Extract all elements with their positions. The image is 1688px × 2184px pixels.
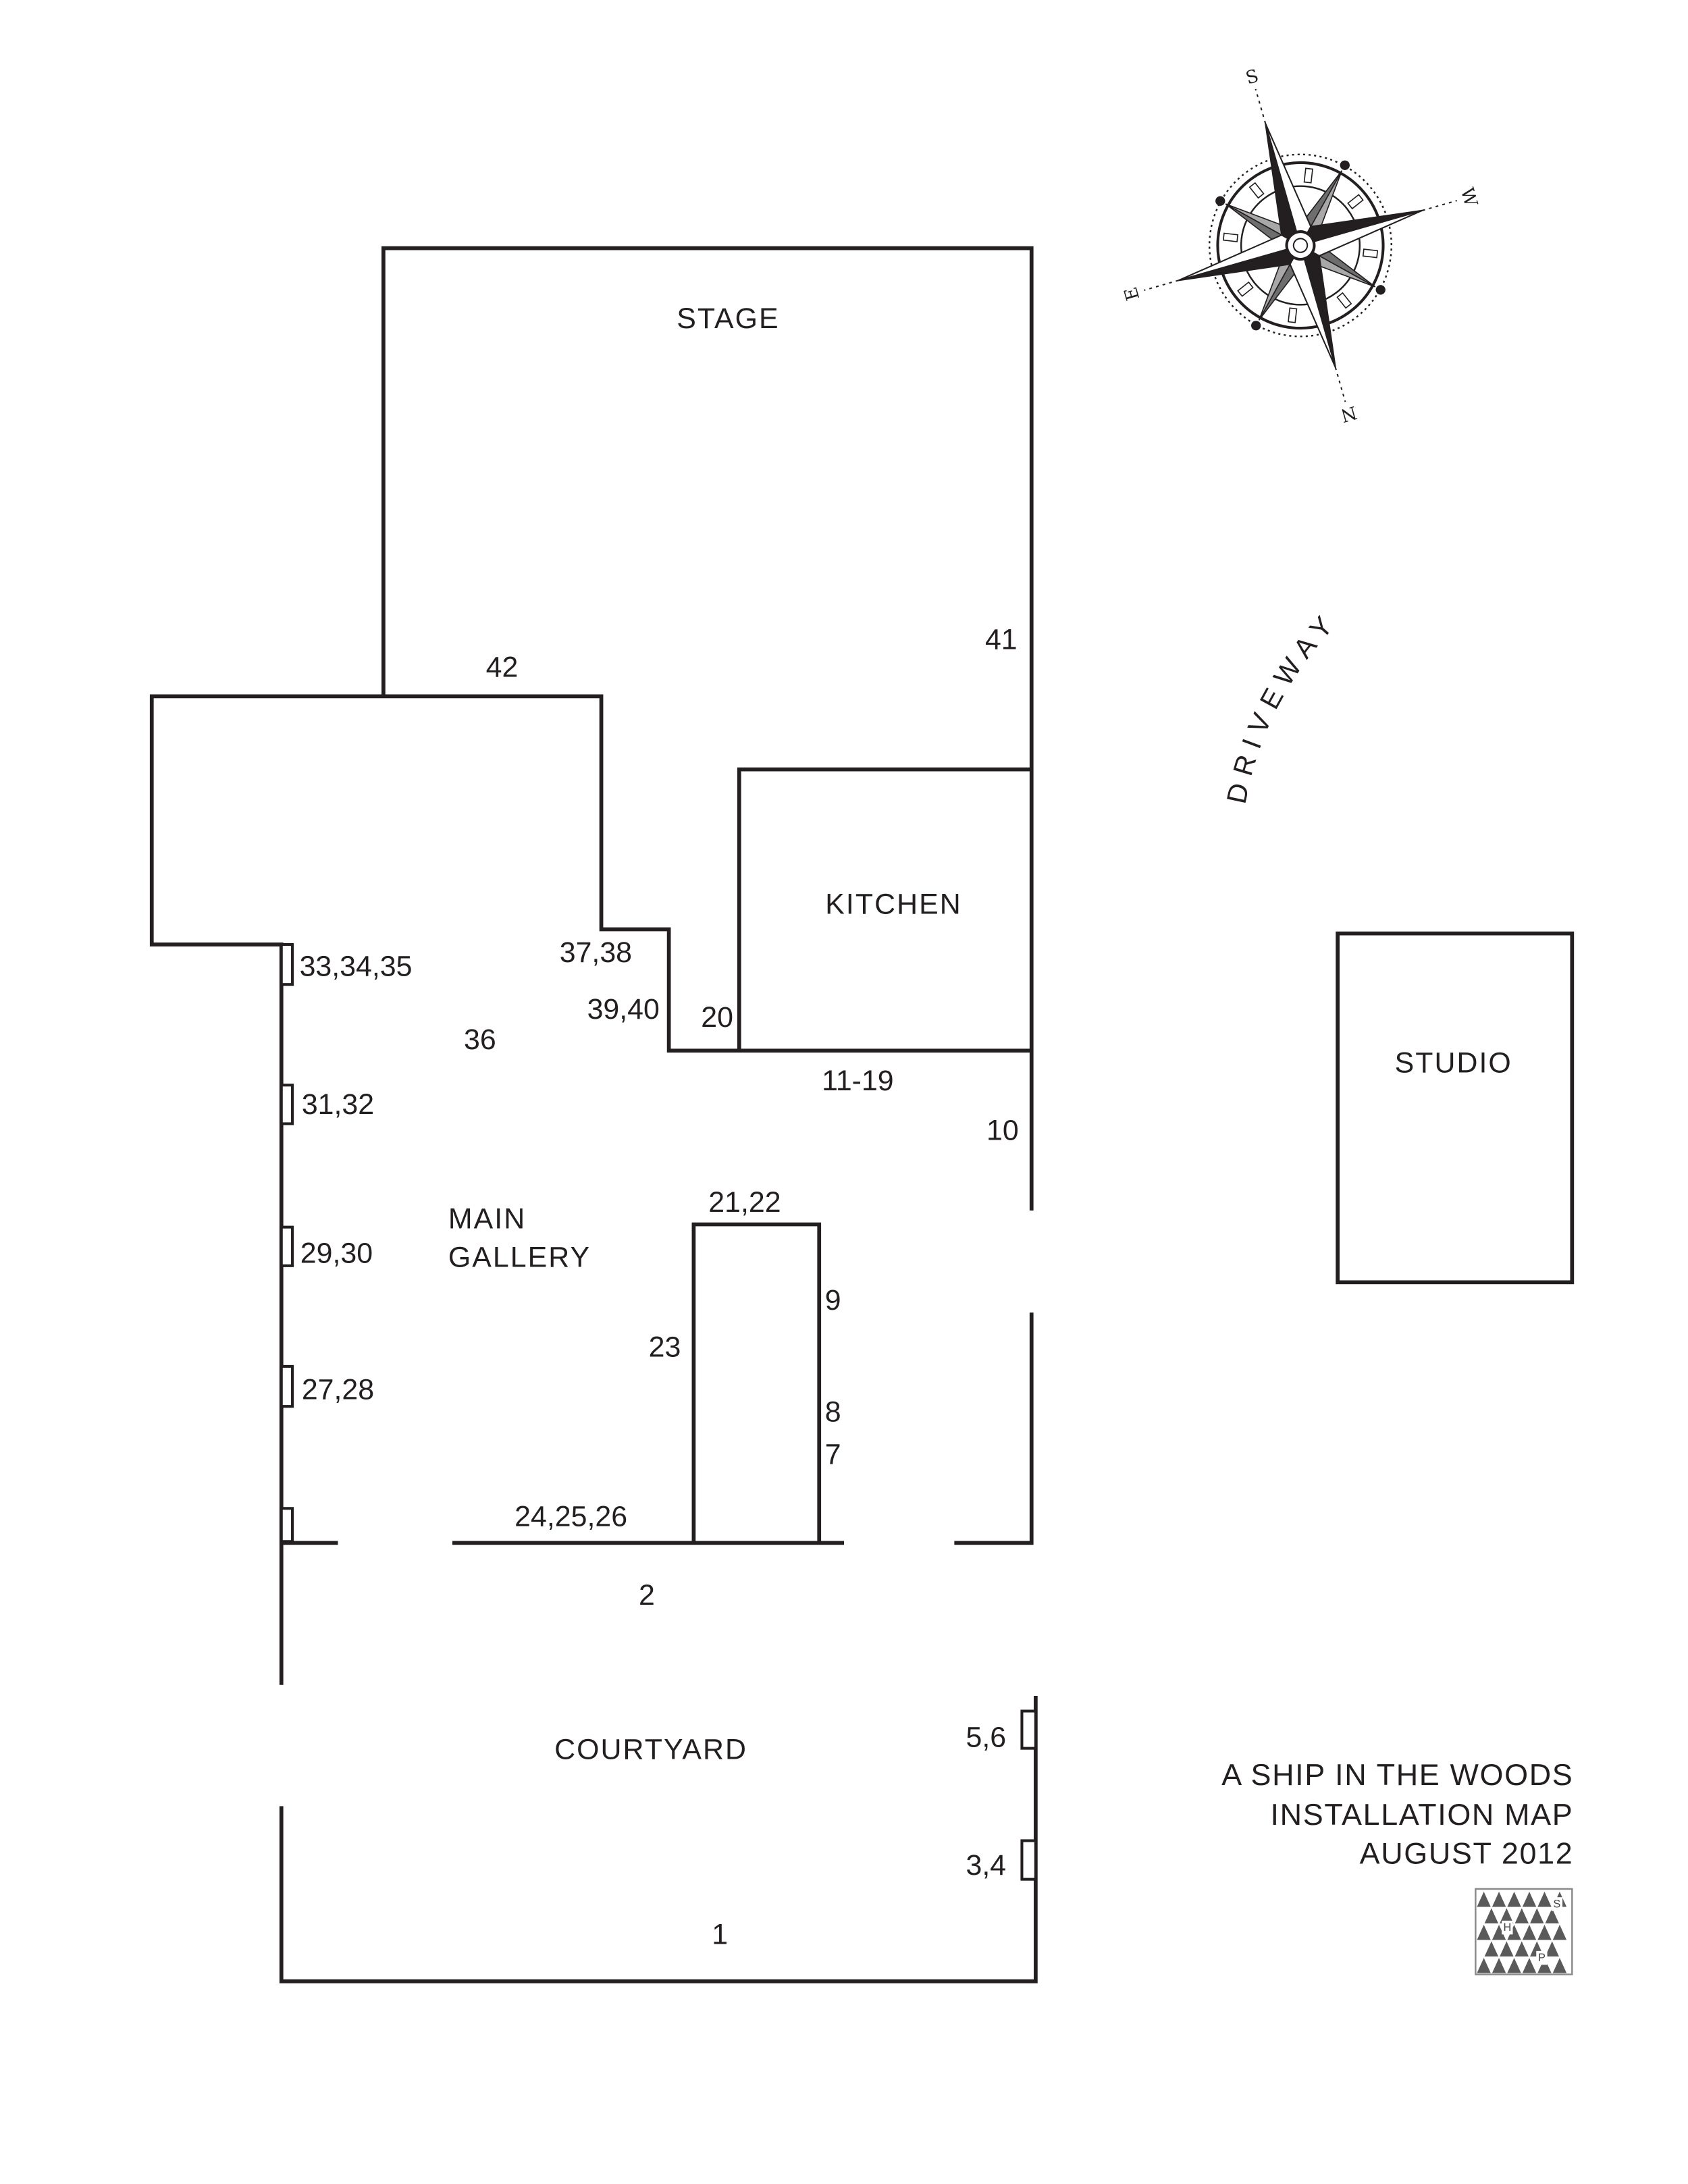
wall-niche bbox=[280, 1084, 294, 1125]
marker-label: 9 bbox=[825, 1284, 841, 1316]
floor-plan bbox=[149, 246, 1575, 1983]
marker-label: 20 bbox=[701, 1001, 733, 1034]
logo-tree-icon bbox=[1477, 1925, 1491, 1940]
marker-label: 33,34,35 bbox=[300, 951, 413, 983]
logo-tree-icon bbox=[1537, 1925, 1552, 1940]
logo-tree-icon bbox=[1507, 1892, 1521, 1907]
marker-label: 36 bbox=[464, 1023, 496, 1056]
title-block: A SHIP IN THE WOODS INSTALLATION MAP AUG… bbox=[1221, 1757, 1574, 1870]
logo-tree-icon bbox=[1522, 1925, 1537, 1940]
logo-tree-icon bbox=[1545, 1941, 1559, 1957]
compass-letters: N E S W bbox=[1120, 65, 1482, 426]
compass-south-label: S bbox=[1243, 65, 1261, 89]
marker-label: 23 bbox=[649, 1331, 681, 1363]
logo-tree-icon bbox=[1522, 1892, 1537, 1907]
title-line-1: A SHIP IN THE WOODS bbox=[1221, 1757, 1573, 1792]
logo-tree-icon bbox=[1537, 1958, 1552, 1973]
logo-tree-icon bbox=[1477, 1958, 1491, 1973]
compass-ring-ticks bbox=[1222, 167, 1379, 323]
driveway-label: DRIVEWAY bbox=[1221, 604, 1344, 806]
logo-tree-icon bbox=[1514, 1941, 1529, 1957]
compass-north-label: N bbox=[1338, 402, 1359, 426]
logo-tree-icon bbox=[1500, 1908, 1514, 1924]
marker-label: 10 bbox=[986, 1115, 1019, 1147]
logo-tree-icon bbox=[1492, 1925, 1506, 1940]
marker-label: 3,4 bbox=[966, 1849, 1007, 1882]
logo-letter-bg bbox=[1502, 1920, 1513, 1935]
artwork-markers: 42 41 37,38 39,40 20 33,34,35 36 11-19 1… bbox=[300, 624, 1019, 1951]
marker-label: 42 bbox=[486, 651, 519, 683]
driveway-label-text: DRIVEWAY bbox=[1221, 604, 1336, 806]
logo-tree-icon bbox=[1507, 1958, 1521, 1973]
marker-label: 27,28 bbox=[302, 1374, 374, 1406]
logo-tree-icon bbox=[1522, 1958, 1537, 1973]
wall-niche bbox=[1020, 1839, 1037, 1881]
marker-label: 39,40 bbox=[587, 993, 660, 1026]
courtyard-wall bbox=[279, 1696, 1038, 1983]
compass-hub-inner bbox=[1292, 238, 1309, 253]
logo-letter: P bbox=[1538, 1952, 1546, 1964]
logo-tree-icon bbox=[1552, 1958, 1567, 1973]
compass-east-label: E bbox=[1120, 284, 1144, 302]
marker-label: 37,38 bbox=[560, 936, 632, 969]
logo-tree-pattern bbox=[1477, 1892, 1567, 1973]
courtyard-label: COURTYARD bbox=[554, 1734, 747, 1766]
kitchen-wall bbox=[737, 767, 1030, 1051]
marker-label: 7 bbox=[825, 1439, 841, 1471]
west-wing-outline bbox=[149, 694, 1032, 1685]
logo-tree-icon bbox=[1500, 1941, 1514, 1957]
logo-tree-icon bbox=[1492, 1958, 1506, 1973]
stage-outline bbox=[381, 246, 1034, 1211]
stage-label: STAGE bbox=[677, 302, 779, 335]
logo-tree-icon bbox=[1514, 1908, 1529, 1924]
wall-niche bbox=[1020, 1709, 1037, 1750]
title-line-2: INSTALLATION MAP bbox=[1271, 1797, 1574, 1832]
studio-building bbox=[1336, 931, 1575, 1285]
center-partition bbox=[691, 1222, 822, 1543]
area-labels: STAGE KITCHEN MAIN GALLERY COURTYARD STU… bbox=[448, 302, 1512, 1766]
marker-label: 24,25,26 bbox=[515, 1501, 627, 1533]
compass-rose-icon: N E S W bbox=[1120, 65, 1482, 426]
marker-label: 1 bbox=[712, 1918, 728, 1950]
logo-letters: S H P bbox=[1502, 1897, 1563, 1965]
wall-niche bbox=[280, 942, 294, 986]
logo-letter-bg bbox=[1551, 1897, 1563, 1911]
logo-tree-icon bbox=[1507, 1925, 1521, 1940]
compass-west-label: W bbox=[1456, 186, 1482, 209]
logo-tree-icon bbox=[1537, 1892, 1552, 1907]
logo-tree-icon bbox=[1552, 1925, 1567, 1940]
marker-label: 5,6 bbox=[966, 1721, 1007, 1753]
gallery-east-wall-lower bbox=[954, 1312, 1034, 1545]
wall-niche bbox=[280, 1507, 294, 1543]
logo-tree-icon bbox=[1484, 1941, 1499, 1957]
logo-letter: S bbox=[1553, 1898, 1560, 1910]
logo: S H P bbox=[1475, 1888, 1573, 1975]
logo-tree-icon bbox=[1530, 1908, 1544, 1924]
marker-label: 31,32 bbox=[302, 1088, 374, 1121]
wall-niche bbox=[280, 1364, 294, 1408]
marker-label: 11-19 bbox=[822, 1065, 893, 1097]
studio-label: STUDIO bbox=[1395, 1047, 1512, 1080]
wall-niche bbox=[280, 1225, 294, 1267]
compass-cardinal-points bbox=[1178, 123, 1423, 368]
main-gallery-label-line1: MAIN bbox=[448, 1202, 526, 1235]
marker-label: 8 bbox=[825, 1395, 841, 1428]
logo-letter-bg bbox=[1536, 1950, 1548, 1965]
marker-label: 29,30 bbox=[300, 1237, 373, 1269]
marker-label: 41 bbox=[985, 624, 1018, 656]
logo-tree-icon bbox=[1492, 1892, 1506, 1907]
marker-label: 21,22 bbox=[708, 1186, 781, 1219]
compass-bearing-lines bbox=[1144, 88, 1457, 402]
logo-letter: H bbox=[1503, 1921, 1511, 1934]
kitchen-label: KITCHEN bbox=[825, 888, 961, 921]
logo-tree-icon bbox=[1545, 1908, 1559, 1924]
main-gallery-label-line2: GALLERY bbox=[448, 1242, 591, 1274]
marker-label: 2 bbox=[639, 1579, 655, 1612]
logo-tree-icon bbox=[1484, 1908, 1499, 1924]
compass-ring-dots bbox=[1215, 160, 1386, 331]
logo-tree-icon bbox=[1477, 1892, 1491, 1907]
title-line-3: AUGUST 2012 bbox=[1360, 1836, 1574, 1870]
